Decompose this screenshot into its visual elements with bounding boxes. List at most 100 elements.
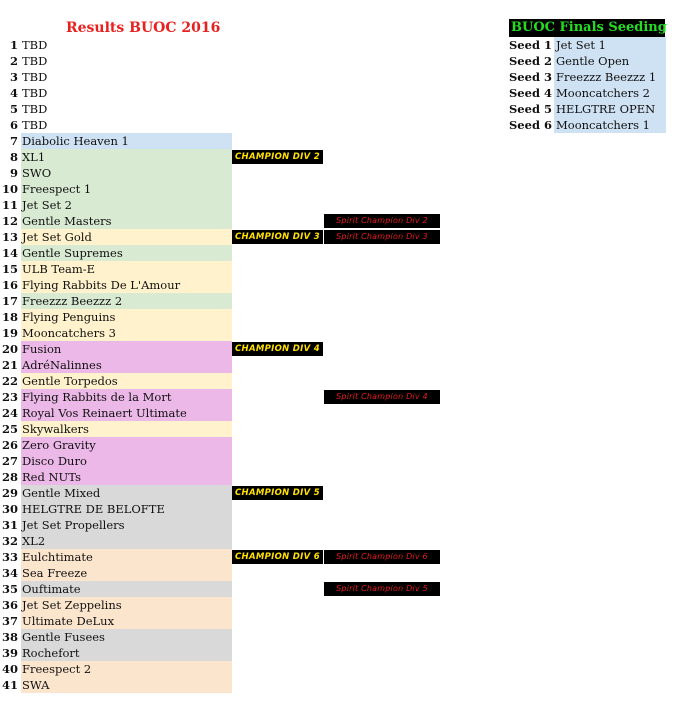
team-name: Red NUTs: [21, 469, 232, 485]
team-name: TBD: [22, 54, 48, 68]
rank-number: 17: [1, 294, 18, 308]
champion-badge: CHAMPION DIV 4: [232, 342, 323, 356]
team-name: Jet Set Zeppelins: [21, 597, 232, 613]
rank-number: 16: [1, 278, 18, 292]
rank-number: 38: [1, 630, 18, 644]
champion-badge: CHAMPION DIV 5: [232, 486, 323, 500]
rank-number: 3: [9, 70, 18, 84]
team-name: ULB Team-E: [21, 261, 232, 277]
rank-number: 27: [1, 454, 18, 468]
team-name: HELGTRE DE BELOFTE: [21, 501, 232, 517]
rank-number: 34: [1, 566, 18, 580]
team-name: Zero Gravity: [21, 437, 232, 453]
team-name: Disco Duro: [21, 453, 232, 469]
rank-number: 11: [1, 198, 18, 212]
rank-number: 40: [1, 662, 18, 676]
team-name: Flying Rabbits De L'Amour: [21, 277, 232, 293]
seed-team: Mooncatchers 1: [554, 117, 666, 133]
team-name: SWO: [21, 165, 232, 181]
rank-number: 22: [1, 374, 18, 388]
rank-number: 21: [1, 358, 18, 372]
rank-number: 9: [9, 166, 18, 180]
seed-label: Seed 2: [509, 54, 552, 68]
team-name: Ouftimate: [21, 581, 232, 597]
team-name: Freespect 2: [21, 661, 232, 677]
rank-number: 26: [1, 438, 18, 452]
result-row: 2 TBD: [0, 53, 460, 69]
spirit-champion-badge: Spirit Champion Div 4: [324, 390, 440, 404]
spirit-champion-badge: Spirit Champion Div 3: [324, 230, 440, 244]
results-title: Results BUOC 2016: [66, 20, 221, 36]
team-name: Jet Set 2: [21, 197, 232, 213]
team-name: TBD: [22, 102, 48, 116]
rank-number: 33: [1, 550, 18, 564]
rank-number: 4: [9, 86, 18, 100]
team-name: Rochefort: [21, 645, 232, 661]
team-name: Diabolic Heaven 1: [21, 133, 232, 149]
rank-number: 12: [1, 214, 18, 228]
rank-number: 35: [1, 582, 18, 596]
seed-label: Seed 6: [509, 118, 552, 132]
rank-number: 28: [1, 470, 18, 484]
team-name: Jet Set Propellers: [21, 517, 232, 533]
team-name: SWA: [21, 677, 232, 693]
spirit-champion-badge: Spirit Champion Div 5: [324, 582, 440, 596]
seed-label: Seed 3: [509, 70, 552, 84]
team-name: Freezzz Beezzz 2: [21, 293, 232, 309]
spirit-champion-badge: Spirit Champion Div 6: [324, 550, 440, 564]
team-name: Eulchtimate: [21, 549, 232, 565]
rank-number: 2: [9, 54, 18, 68]
rank-number: 24: [1, 406, 18, 420]
team-name: Fusion: [21, 341, 232, 357]
team-name: TBD: [22, 38, 48, 52]
rank-number: 37: [1, 614, 18, 628]
team-name: Gentle Mixed: [21, 485, 232, 501]
team-name: Jet Set Gold: [21, 229, 232, 245]
team-name: Royal Vos Reinaert Ultimate: [21, 405, 232, 421]
rank-number: 19: [1, 326, 18, 340]
champion-badge: CHAMPION DIV 2: [232, 150, 323, 164]
team-name: XL1: [21, 149, 232, 165]
team-name: Gentle Fusees: [21, 629, 232, 645]
seeding-title: BUOC Finals Seeding: [509, 19, 667, 37]
spirit-champion-badge: Spirit Champion Div 2: [324, 214, 440, 228]
team-name: AdréNalinnes: [21, 357, 232, 373]
rank-number: 36: [1, 598, 18, 612]
team-name: Gentle Supremes: [21, 245, 232, 261]
seed-team: Mooncatchers 2: [554, 85, 666, 101]
seed-team: HELGTRE OPEN: [554, 101, 666, 117]
